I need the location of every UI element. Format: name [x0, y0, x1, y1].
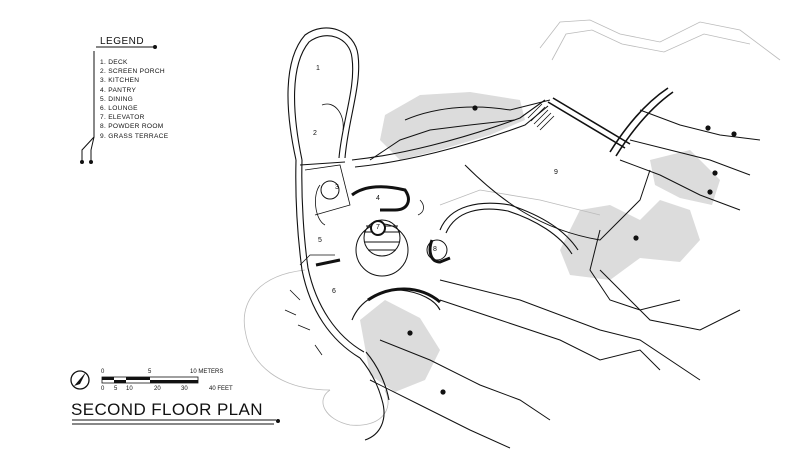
scale-bar	[101, 376, 199, 384]
contour-lines	[369, 99, 761, 449]
legend-item: 7. ELEVATOR	[100, 114, 145, 122]
scale-feet-40: 40 FEET	[209, 386, 233, 392]
building-walls	[287, 27, 579, 441]
boardwalk	[547, 87, 674, 157]
scale-feet-5: 5	[114, 386, 118, 392]
stair-treads	[527, 103, 555, 131]
room-label-6: 6	[332, 288, 336, 295]
scale-meters-0: 0	[101, 369, 105, 375]
faint-contours	[243, 19, 781, 426]
legend-item: 3. KITCHEN	[100, 77, 140, 85]
room-label-3: 3	[335, 184, 339, 191]
title-underline	[72, 419, 276, 425]
room-label-8: 8	[433, 246, 437, 253]
legend-item: 4. PANTRY	[100, 86, 137, 94]
room-label-2: 2	[313, 130, 317, 137]
legend-item: 8. POWDER ROOM	[100, 123, 164, 131]
legend-dot	[80, 160, 84, 164]
scale-feet-30: 30	[181, 386, 188, 392]
legend-title: LEGEND	[100, 36, 145, 47]
interior-lines	[284, 103, 424, 356]
room-label-9: 9	[554, 169, 558, 176]
legend-dot	[89, 160, 93, 164]
room-label-1: 1	[316, 65, 320, 72]
scale-feet-0: 0	[101, 386, 105, 392]
legend-item: 9. GRASS TERRACE	[100, 132, 169, 140]
title-dot	[276, 419, 280, 423]
thick-walls	[315, 185, 451, 304]
plan-title: SECOND FLOOR PLAN	[71, 400, 263, 419]
site-dots	[407, 105, 737, 395]
scale-feet-20: 20	[154, 386, 161, 392]
scale-meters-5: 5	[148, 369, 152, 375]
legend-dot	[153, 45, 157, 49]
legend-frame	[81, 46, 155, 162]
legend-item: 6. LOUNGE	[100, 105, 138, 113]
tree-canopy	[360, 92, 720, 392]
legend-item: 5. DINING	[100, 95, 134, 103]
legend-item: 2. SCREEN PORCH	[100, 68, 165, 76]
room-label-4: 4	[376, 195, 380, 202]
scale-meters-10: 10 METERS	[190, 369, 224, 375]
scale-feet-10: 10	[126, 386, 133, 392]
room-label-5: 5	[318, 237, 322, 244]
legend-item: 1. DECK	[100, 59, 128, 66]
legend-list: 1. DECK 2. SCREEN PORCH 3. KITCHEN 4. PA…	[100, 58, 168, 141]
north-arrow-icon	[70, 370, 90, 390]
room-label-7: 7	[376, 224, 380, 231]
elevator-core	[370, 220, 386, 236]
